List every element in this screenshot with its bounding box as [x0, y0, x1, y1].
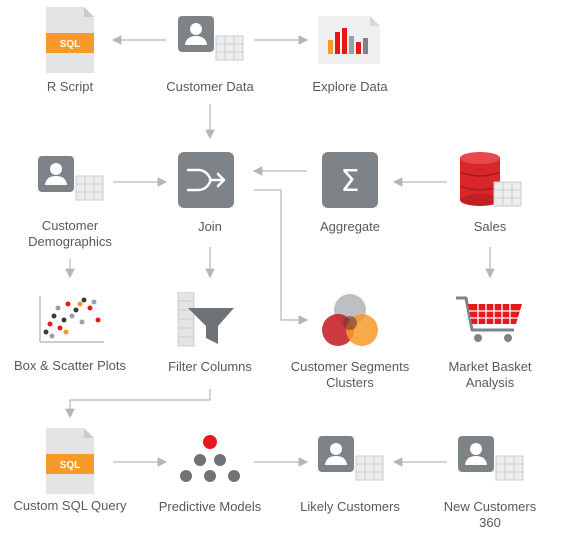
node-likely-customers [318, 436, 384, 491]
label-predictive-models: Predictive Models [158, 499, 262, 514]
bar-chart-icon [318, 16, 380, 64]
cart-icon [456, 296, 522, 342]
node-filter-columns [176, 291, 240, 353]
node-new-customers [458, 436, 524, 491]
user-table-icon [458, 436, 524, 481]
node-aggregate: Σ [322, 152, 378, 213]
label-r-script: R Script [46, 79, 94, 94]
join-icon [178, 152, 234, 208]
label-sales: Sales [473, 219, 507, 234]
label-customer-segments: Customer Segments Clusters [290, 359, 410, 390]
label-market-basket: Market Basket Analysis [448, 359, 532, 390]
user-table-icon [38, 156, 104, 201]
venn-icon [322, 294, 378, 346]
sql-badge: SQL [60, 460, 81, 471]
sigma-icon: Σ [322, 152, 378, 208]
arrow-filter-to-custom-sql [65, 389, 211, 419]
scatter-plot-icon [39, 296, 104, 343]
node-box-scatter [36, 294, 106, 351]
node-r-script: SQL [46, 7, 94, 78]
tree-icon [180, 435, 240, 482]
label-explore-data: Explore Data [312, 79, 388, 94]
label-filter-columns: Filter Columns [168, 359, 252, 374]
filter-icon [177, 291, 234, 347]
node-predictive-models [176, 434, 244, 491]
sigma-symbol: Σ [341, 164, 360, 199]
database-icon [459, 152, 522, 207]
label-customer-data: Customer Data [166, 79, 254, 94]
label-box-scatter: Box & Scatter Plots [14, 358, 126, 373]
user-table-icon [178, 16, 244, 61]
label-custom-sql: Custom SQL Query [13, 498, 127, 513]
node-market-basket [456, 296, 524, 349]
sql-badge: SQL [60, 39, 81, 50]
node-customer-segments [318, 292, 382, 355]
node-customer-data [178, 16, 244, 71]
node-customer-demographics [38, 156, 104, 211]
node-custom-sql: SQL [46, 428, 94, 499]
sql-file-icon: SQL [46, 7, 94, 73]
node-join [178, 152, 234, 213]
node-explore-data [318, 16, 380, 69]
sql-file-icon: SQL [46, 428, 94, 494]
label-aggregate: Aggregate [320, 219, 380, 234]
arrow-join-to-segments [254, 189, 309, 325]
label-join: Join [198, 219, 222, 234]
node-sales [459, 152, 526, 213]
label-customer-demographics: Customer Demographics [28, 218, 112, 249]
label-likely-customers: Likely Customers [300, 499, 400, 514]
user-table-icon [318, 436, 384, 481]
label-new-customers: New Customers 360 [443, 499, 537, 530]
